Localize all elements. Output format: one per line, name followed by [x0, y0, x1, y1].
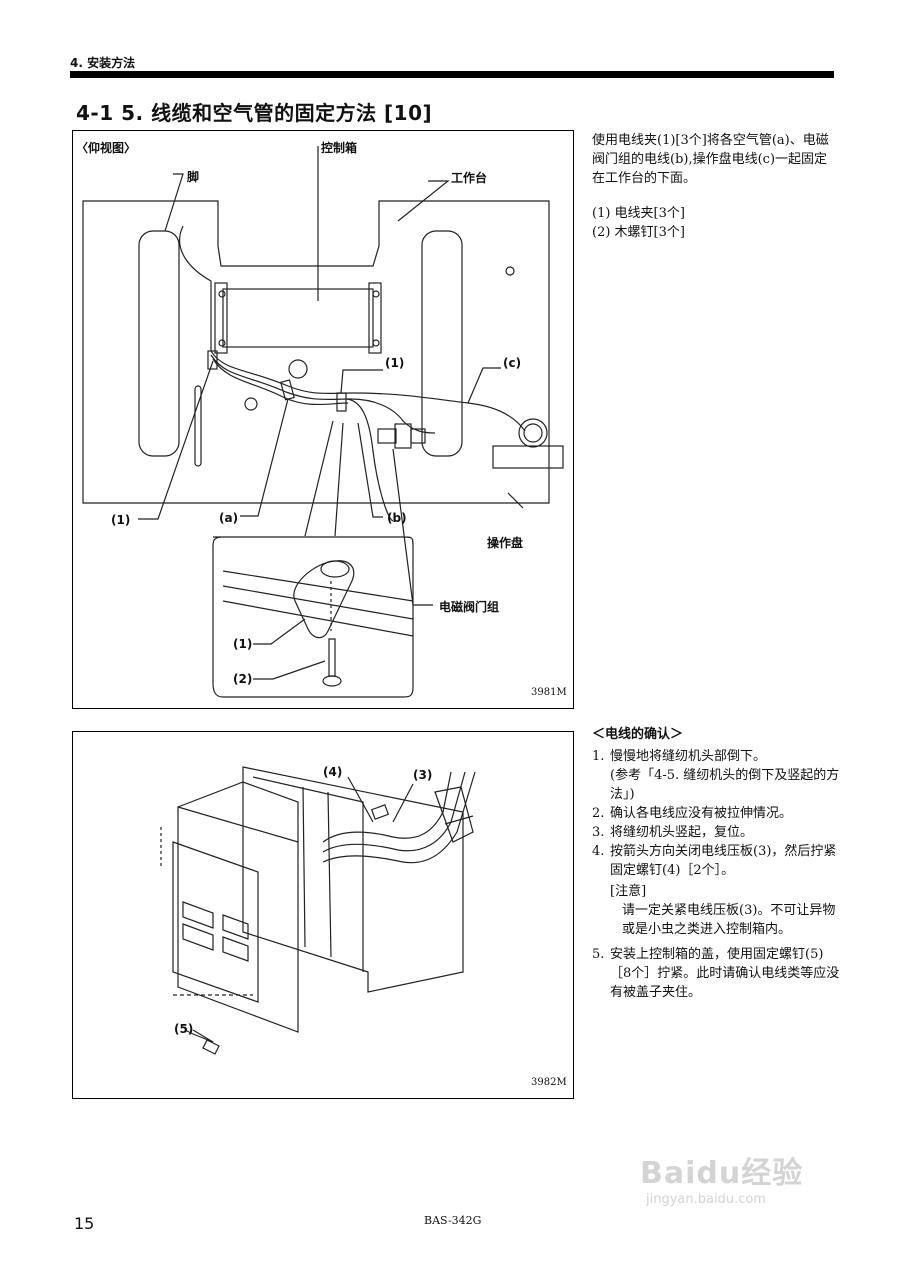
- label-foot: 脚: [187, 170, 200, 184]
- parts-list-item: (1) 电线夹[3个]: [592, 206, 685, 221]
- step-number: 1.: [592, 749, 605, 764]
- step-item: 2. 确认各电线应没有被拉伸情况。: [592, 804, 840, 823]
- note-heading: [注意]: [610, 884, 647, 899]
- step-number: 3.: [592, 825, 605, 840]
- instruction-paragraph: 使用电线夹(1)[3个]将各空气管(a)、电磁阀门组的电线(b),操作盘电线(c…: [592, 133, 829, 186]
- figure-bottom-view: 〈仰视图〉 脚 控制箱 工作台 (1) (c) (1) (a) (b) 操作盘 …: [72, 130, 574, 709]
- parts-list-item: (2) 木螺钉[3个]: [592, 225, 685, 240]
- watermark: Baidu经验 jingyan.baidu.com: [640, 1148, 803, 1207]
- note-text: 请一定关紧电线压板(3)。不可让异物或是小虫之类进入控制箱内。: [622, 903, 836, 937]
- step-item: 4. 按箭头方向关闭电线压板(3)，然后拧紧固定螺钉(4)［2个］。: [592, 842, 840, 880]
- step-number: 5.: [592, 947, 605, 962]
- label-tube-a: (a): [219, 511, 239, 525]
- step-text: 确认各电线应没有被拉伸情况。: [610, 806, 793, 821]
- step-number: 2.: [592, 806, 605, 821]
- step-text: 慢慢地将缝纫机头部倒下。: [610, 749, 767, 764]
- label-table: 工作台: [451, 171, 488, 185]
- label-clamp-top: (1): [385, 356, 405, 370]
- section-title: 4-1 5. 线缆和空气管的固定方法 [10]: [76, 101, 433, 125]
- control-box-drawing: [160, 766, 476, 1055]
- label-detail-clamp: (1): [233, 637, 253, 651]
- page-number: 15: [74, 1214, 95, 1233]
- step-text: 将缝纫机头竖起，复位。: [610, 825, 754, 840]
- label-screw-5: (5): [174, 1022, 194, 1036]
- step-text: (参考「4-5. 缝纫机头的倒下及竖起的方法」): [610, 768, 840, 802]
- step-number: 4.: [592, 844, 605, 859]
- label-cable-c: (c): [503, 356, 522, 370]
- view-label: 〈仰视图〉: [76, 141, 137, 155]
- step-item: (参考「4-5. 缝纫机头的倒下及竖起的方法」): [592, 766, 840, 804]
- label-plate-3: (3): [413, 768, 433, 782]
- parts-list: (1) 电线夹[3个] (2) 木螺钉[3个]: [592, 204, 685, 242]
- figure-control-box: (4) (3) (5) 3982M: [72, 731, 574, 1099]
- label-screw-4: (4): [323, 765, 343, 779]
- label-valve: 电磁阀门组: [439, 600, 500, 614]
- step-item: 5. 安装上控制箱的盖，使用固定螺钉(5)［8个］拧紧。此时请确认电线类等应没有被…: [592, 945, 840, 1002]
- watermark-brand: Baidu经验: [640, 1156, 804, 1191]
- check-heading: ＜电线的确认＞: [592, 727, 684, 742]
- label-panel: 操作盘: [487, 536, 524, 550]
- figure2-code: 3982M: [531, 1077, 567, 1088]
- chapter-rule: [70, 71, 834, 78]
- step-text: 安装上控制箱的盖，使用固定螺钉(5)［8个］拧紧。此时请确认电线类等应没有被盖子…: [610, 947, 840, 1000]
- model-name: BAS-342G: [424, 1214, 482, 1227]
- figure1-code: 3981M: [531, 687, 567, 698]
- label-control-box: 控制箱: [321, 141, 358, 155]
- step-text: 按箭头方向关闭电线压板(3)，然后拧紧固定螺钉(4)［2个］。: [610, 844, 837, 878]
- step-item: 1. 慢慢地将缝纫机头部倒下。: [592, 747, 840, 766]
- step-item: 3. 将缝纫机头竖起，复位。: [592, 823, 840, 842]
- chapter-header: 4. 安装方法: [70, 56, 136, 70]
- label-detail-screw: (2): [233, 672, 253, 686]
- label-cable-b: (b): [387, 511, 407, 525]
- bottom-view-drawing: [82, 146, 564, 698]
- steps-list: 1.慢慢地将缝纫机头部倒下。 (参考「4-5. 缝纫机头的倒下及竖起的方法」) …: [592, 747, 840, 1002]
- watermark-url: jingyan.baidu.com: [646, 1192, 766, 1207]
- label-clamp-left: (1): [111, 513, 131, 527]
